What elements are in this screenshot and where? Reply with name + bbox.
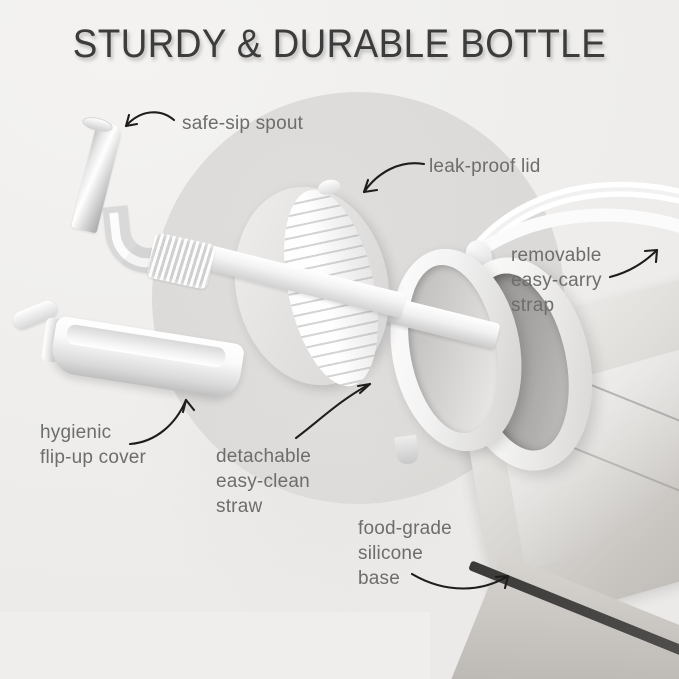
callout-label-food-grade-silicone-base: food-grade silicone base	[358, 518, 452, 589]
page-title: STURDY & DURABLE BOTTLE	[72, 22, 607, 66]
callout-label-detachable-easy-clean-straw: detachable easy-clean straw	[216, 446, 311, 517]
callout-label-removable-easy-carry-strap: removable easy-carry strap	[511, 245, 602, 316]
callout-label-leak-proof-lid: leak-proof lid	[429, 156, 541, 177]
callout-label-hygienic-flip-up-cover: hygienic flip-up cover	[40, 422, 147, 468]
lower-left-background-fill	[0, 612, 430, 679]
callout-label-safe-sip-spout: safe-sip spout	[182, 113, 304, 134]
